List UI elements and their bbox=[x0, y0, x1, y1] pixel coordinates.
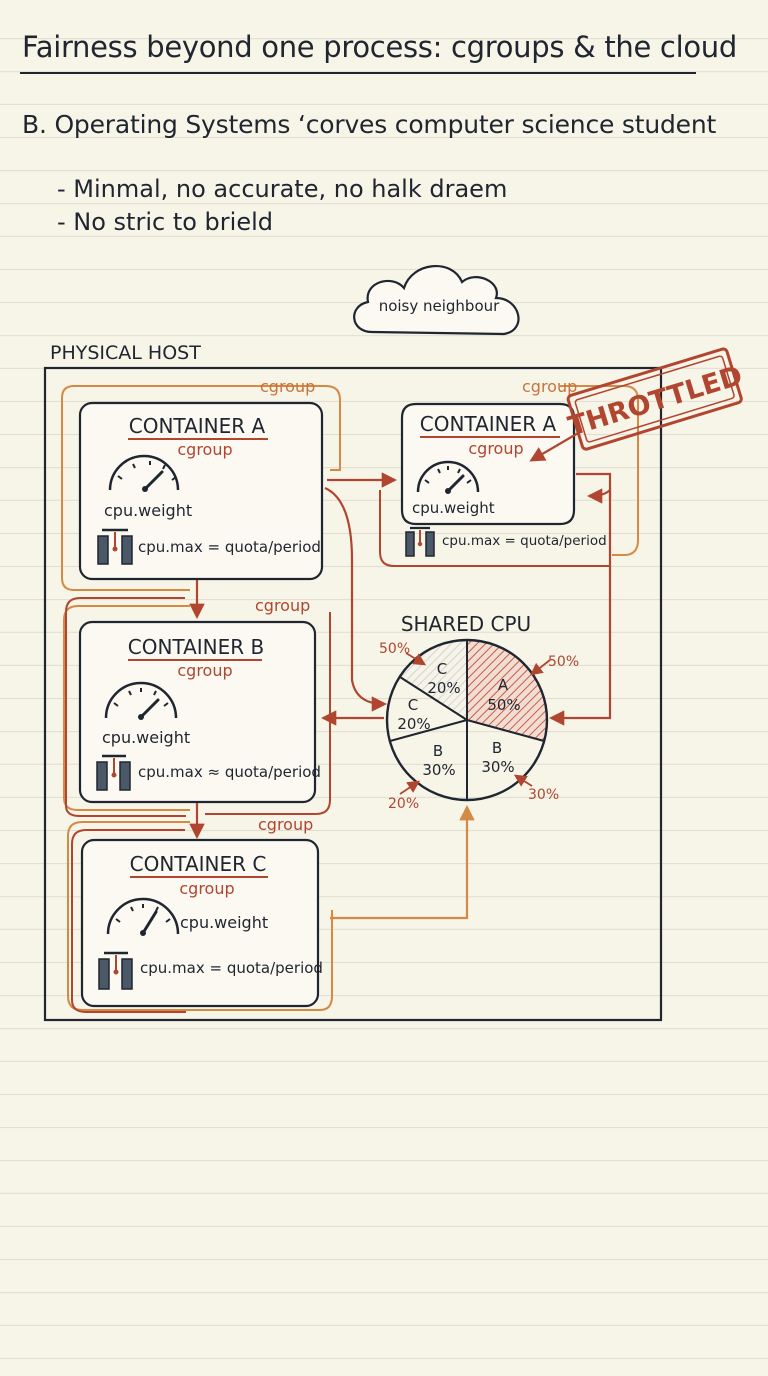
cgroup-outline-a bbox=[61, 385, 341, 591]
cgroup-outline-a2 bbox=[560, 385, 639, 556]
cloud-label: noisy neighbour bbox=[379, 297, 500, 315]
stamp-label: THROTTLED bbox=[565, 360, 746, 442]
cgroup-outline-c bbox=[67, 821, 333, 1011]
container-cgroup-label: cgroup bbox=[177, 440, 232, 459]
throttled-stamp: THROTTLED bbox=[565, 347, 746, 451]
throttle-icon bbox=[405, 526, 435, 557]
cgroup-outlines bbox=[61, 385, 639, 1011]
slice-label: B bbox=[492, 739, 502, 757]
slice-percent: 20% bbox=[427, 679, 460, 697]
bullet-item: - No stric to brield bbox=[57, 208, 273, 236]
callout-percent: 20% bbox=[388, 796, 419, 812]
gauge-icon bbox=[104, 681, 178, 720]
throttle-icon bbox=[98, 951, 133, 990]
cgroup-outline-b bbox=[63, 605, 190, 811]
cpu-max-label: cpu.max ≈ quota/period bbox=[138, 763, 321, 781]
cgroup-label: cgroup bbox=[258, 815, 313, 834]
title-underline bbox=[20, 72, 696, 74]
gauge-icon bbox=[106, 897, 180, 936]
shared-cpu: SHARED CPU A 50% B 30% B 30% C 20% C 20%… bbox=[379, 612, 579, 812]
cpu-max-label: cpu.max = quota/period bbox=[138, 538, 321, 556]
container-c: CONTAINER C cgroup cpu.weight cpu.max = … bbox=[80, 838, 323, 1008]
container-a: CONTAINER A cgroup cpu.weight cpu.max = … bbox=[78, 401, 324, 581]
bullet-item: - Minmal, no accurate, no halk draem bbox=[57, 175, 508, 203]
throttle-icon bbox=[97, 528, 133, 565]
noisy-neighbour-cloud: noisy neighbour bbox=[353, 265, 520, 336]
cpu-max-label: cpu.max = quota/period bbox=[140, 959, 323, 977]
slice-label: A bbox=[498, 676, 509, 694]
slice-label: B bbox=[433, 742, 443, 760]
cgroup-label: cgroup bbox=[522, 377, 577, 396]
cgroup-label: cgroup bbox=[255, 596, 310, 615]
cpu-weight-label: cpu.weight bbox=[104, 501, 192, 520]
cgroup-rust-outlines bbox=[65, 490, 610, 1013]
slice-percent: 30% bbox=[422, 761, 455, 779]
slice-percent: 30% bbox=[481, 758, 514, 776]
cpu-weight-label: cpu.weight bbox=[412, 499, 495, 517]
subtitle: B. Operating Systems ‘corves computer sc… bbox=[22, 110, 717, 139]
slice-percent: 20% bbox=[397, 715, 430, 733]
flow-arrows bbox=[189, 431, 612, 920]
cpu-weight-label: cpu.weight bbox=[102, 728, 190, 747]
container-cgroup-label: cgroup bbox=[177, 661, 232, 680]
gauge-icon bbox=[416, 460, 480, 494]
container-title: CONTAINER C bbox=[130, 852, 267, 876]
slice-percent: 50% bbox=[487, 696, 520, 714]
container-b: CONTAINER B cgroup cpu.weight cpu.max ≈ … bbox=[78, 620, 321, 804]
container-cgroup-label: cgroup bbox=[179, 879, 234, 898]
container-a-throttled: CONTAINER A cgroup cpu.weight cpu.max = … bbox=[400, 402, 607, 557]
gauge-icon bbox=[108, 454, 180, 492]
host-label: PHYSICAL HOST bbox=[50, 342, 201, 364]
container-title: CONTAINER B bbox=[128, 635, 264, 659]
slice-label: C bbox=[408, 696, 418, 714]
callout-percent: 50% bbox=[548, 654, 579, 670]
callout-percent: 30% bbox=[528, 787, 559, 803]
throttle-icon bbox=[96, 754, 131, 791]
container-title: CONTAINER A bbox=[129, 414, 266, 438]
cpu-weight-label: cpu.weight bbox=[180, 913, 268, 932]
callout-percent: 50% bbox=[379, 641, 410, 657]
slice-label: C bbox=[437, 660, 447, 678]
cpu-max-label: cpu.max = quota/period bbox=[442, 533, 607, 549]
container-cgroup-label: cgroup bbox=[468, 439, 523, 458]
physical-host-box bbox=[43, 366, 663, 1022]
page-title: Fairness beyond one process: cgroups & t… bbox=[22, 30, 737, 64]
cgroup-label: cgroup bbox=[260, 377, 315, 396]
shared-cpu-title: SHARED CPU bbox=[401, 612, 531, 636]
container-title: CONTAINER A bbox=[420, 412, 557, 436]
